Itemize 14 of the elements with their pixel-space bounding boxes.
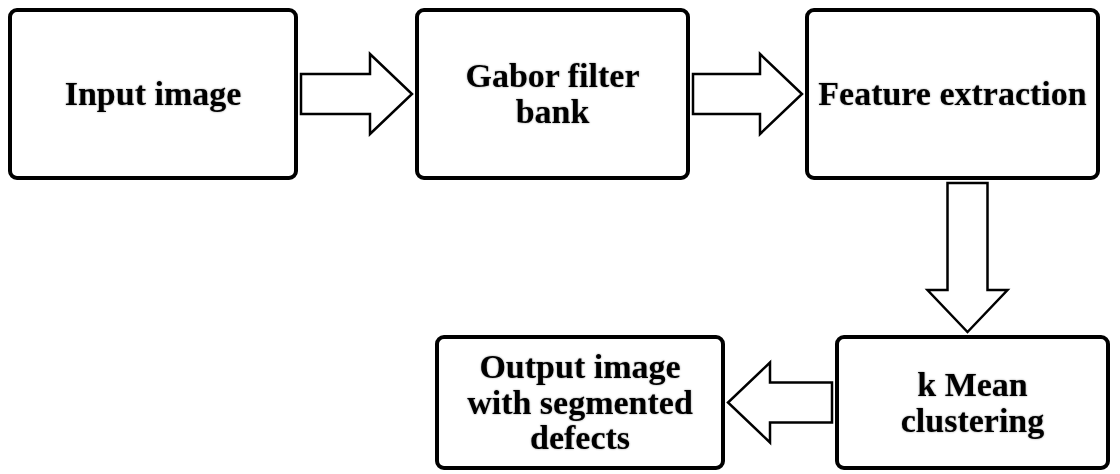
node-label: Input image [64, 76, 242, 112]
block-arrow [924, 181, 1011, 334]
block-arrow [299, 51, 414, 137]
block-arrow [691, 51, 804, 137]
node-label: Output image with segmented defects [466, 348, 694, 457]
node-label: Gabor filter bank [464, 58, 641, 130]
block-arrow [726, 359, 834, 446]
node-label: k Mean clustering [899, 366, 1046, 439]
process-box [835, 335, 1110, 470]
process-box [805, 8, 1100, 180]
process-box [435, 335, 725, 470]
process-box [8, 8, 298, 180]
node-label: Feature extraction [818, 76, 1087, 112]
process-box [415, 8, 690, 180]
